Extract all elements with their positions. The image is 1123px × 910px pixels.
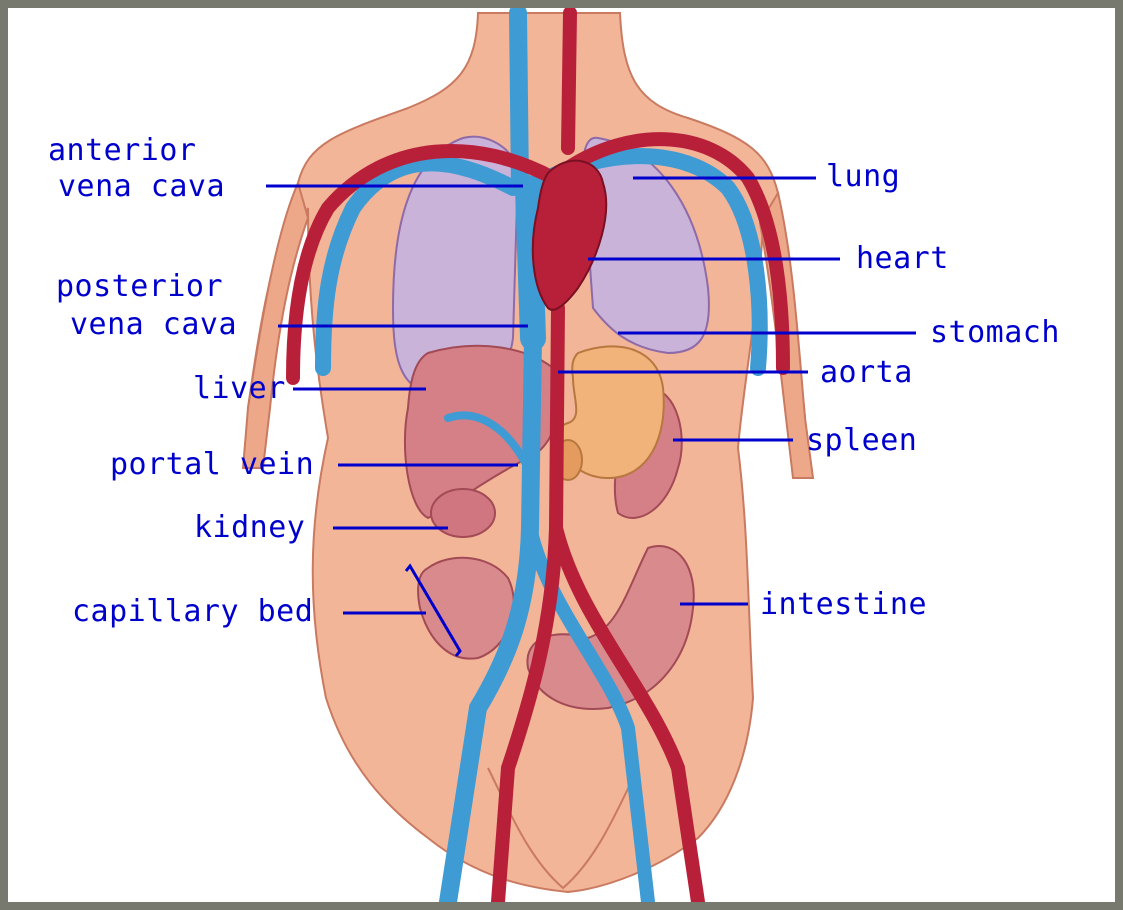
label-intestine: intestine (760, 588, 927, 622)
label-stomach: stomach (930, 316, 1060, 350)
label-heart: heart (856, 242, 949, 276)
label-spleen: spleen (806, 424, 917, 458)
label-capillary-bed: capillary bed (72, 595, 313, 629)
label-anterior: anterior (48, 134, 197, 168)
label-liver: liver (193, 372, 286, 406)
diagram-canvas: anterior vena cava lung heart posterior … (8, 8, 1115, 902)
label-posterior: posterior (56, 270, 223, 304)
kidney-shape (431, 489, 495, 537)
label-anterior-vena-cava: vena cava (58, 170, 225, 204)
label-kidney: kidney (194, 511, 305, 545)
label-aorta: aorta (820, 356, 913, 390)
label-lung: lung (826, 160, 900, 194)
label-portal-vein: portal vein (110, 448, 314, 482)
label-posterior-vena-cava: vena cava (70, 308, 237, 342)
